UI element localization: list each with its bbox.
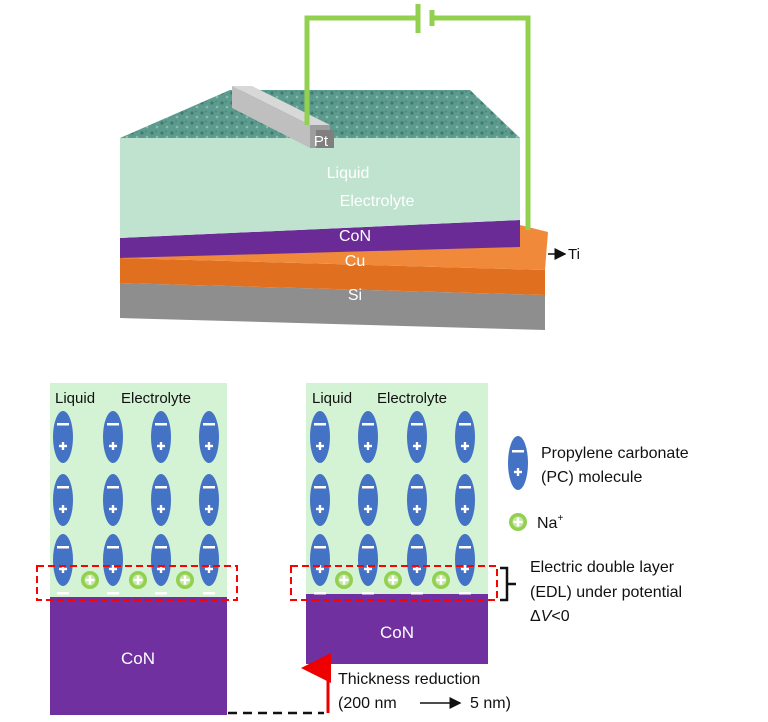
pc-molecule: [358, 474, 378, 526]
right-con-label: CoN: [380, 623, 414, 642]
electrolyte-label: Electrolyte: [340, 193, 415, 210]
edl-charge-mark: [314, 592, 326, 595]
left-panel: Liquid Electrolyte CoN: [36, 383, 238, 715]
left-na-ions: [81, 571, 194, 589]
si-layer-front: [120, 283, 545, 330]
left-edl-box: [36, 565, 238, 601]
pc-molecule: [455, 474, 475, 526]
right-edl-box: [290, 565, 498, 601]
pc-molecule: [358, 411, 378, 463]
pc-molecule: [151, 411, 171, 463]
pc-molecule: [407, 474, 427, 526]
pc-molecule: [455, 534, 475, 586]
pc-molecule: [199, 534, 219, 586]
legend-pc-line1: Propylene carbonate: [541, 445, 689, 462]
na-ion: [176, 571, 194, 589]
edl-charge-mark: [203, 592, 215, 595]
left-electrolyte: [50, 383, 227, 598]
legend-na-label: Na+: [537, 513, 563, 532]
na-ion: [335, 571, 353, 589]
na-ion: [432, 571, 450, 589]
pc-molecule: [310, 411, 330, 463]
pc-molecule: [53, 474, 73, 526]
left-pc-molecules: [53, 411, 219, 595]
con-layer-front: [120, 220, 520, 258]
left-con-label: CoN: [121, 649, 155, 668]
pc-molecule: [407, 411, 427, 463]
electrolyte-front: [120, 138, 520, 238]
pc-molecule: [103, 411, 123, 463]
pc-molecule: [310, 474, 330, 526]
legend-edl-line1: Electric double layer: [530, 559, 675, 576]
legend-pc-molecule-icon: [508, 436, 528, 490]
pc-molecule: [407, 534, 427, 586]
right-electrolyte-label: Electrolyte: [377, 390, 447, 407]
pc-molecule: [151, 534, 171, 586]
pt-label: Pt: [314, 133, 329, 150]
con-label-top: CoN: [339, 228, 371, 245]
edl-bracket: [500, 566, 516, 602]
thickness-reduction: Thickness reduction (200 nm 5 nm): [228, 653, 511, 715]
pc-molecule: [358, 534, 378, 586]
left-electrolyte-label: Electrolyte: [121, 390, 191, 407]
edl-charge-mark: [411, 592, 423, 595]
left-con-block: [50, 597, 227, 715]
right-con-block: [306, 594, 488, 664]
edl-charge-mark: [107, 592, 119, 595]
ti-label: Ti: [568, 246, 580, 263]
right-liquid-label: Liquid: [312, 390, 352, 407]
legend-edl-line2: (EDL) under potential: [530, 584, 682, 601]
edl-charge-mark: [155, 592, 167, 595]
pc-molecule: [103, 534, 123, 586]
right-na-ions: [335, 571, 450, 589]
cu-layer-front: [120, 258, 545, 295]
circuit-wire: [304, 4, 531, 230]
thickness-to: 5 nm): [470, 695, 511, 712]
left-liquid-label: Liquid: [55, 390, 95, 407]
na-ion: [129, 571, 147, 589]
pc-molecule: [199, 411, 219, 463]
edl-charge-mark: [362, 592, 374, 595]
right-panel: Liquid Electrolyte CoN: [290, 383, 498, 664]
cu-label: Cu: [345, 253, 365, 270]
layer-stack: [120, 90, 548, 330]
pc-molecule: [151, 474, 171, 526]
legend-edl-line3: ΔV<0: [530, 608, 570, 625]
pc-molecule: [310, 534, 330, 586]
electrolyte-top-texture: [120, 90, 520, 138]
na-ion: [384, 571, 402, 589]
pc-molecule: [53, 411, 73, 463]
pc-molecule: [199, 474, 219, 526]
edl-charge-mark: [459, 592, 471, 595]
si-label: Si: [348, 287, 362, 304]
liquid-label: Liquid: [327, 165, 370, 182]
legend: Propylene carbonate (PC) molecule Na+ El…: [508, 436, 689, 625]
thickness-from: (200 nm: [338, 695, 397, 712]
legend-pc-line2: (PC) molecule: [541, 469, 642, 486]
right-pc-molecules: [310, 411, 475, 595]
pc-molecule: [103, 474, 123, 526]
thickness-line1: Thickness reduction: [338, 671, 480, 688]
pc-molecule: [455, 411, 475, 463]
edl-charge-mark: [57, 592, 69, 595]
pc-molecule: [53, 534, 73, 586]
na-ion: [81, 571, 99, 589]
